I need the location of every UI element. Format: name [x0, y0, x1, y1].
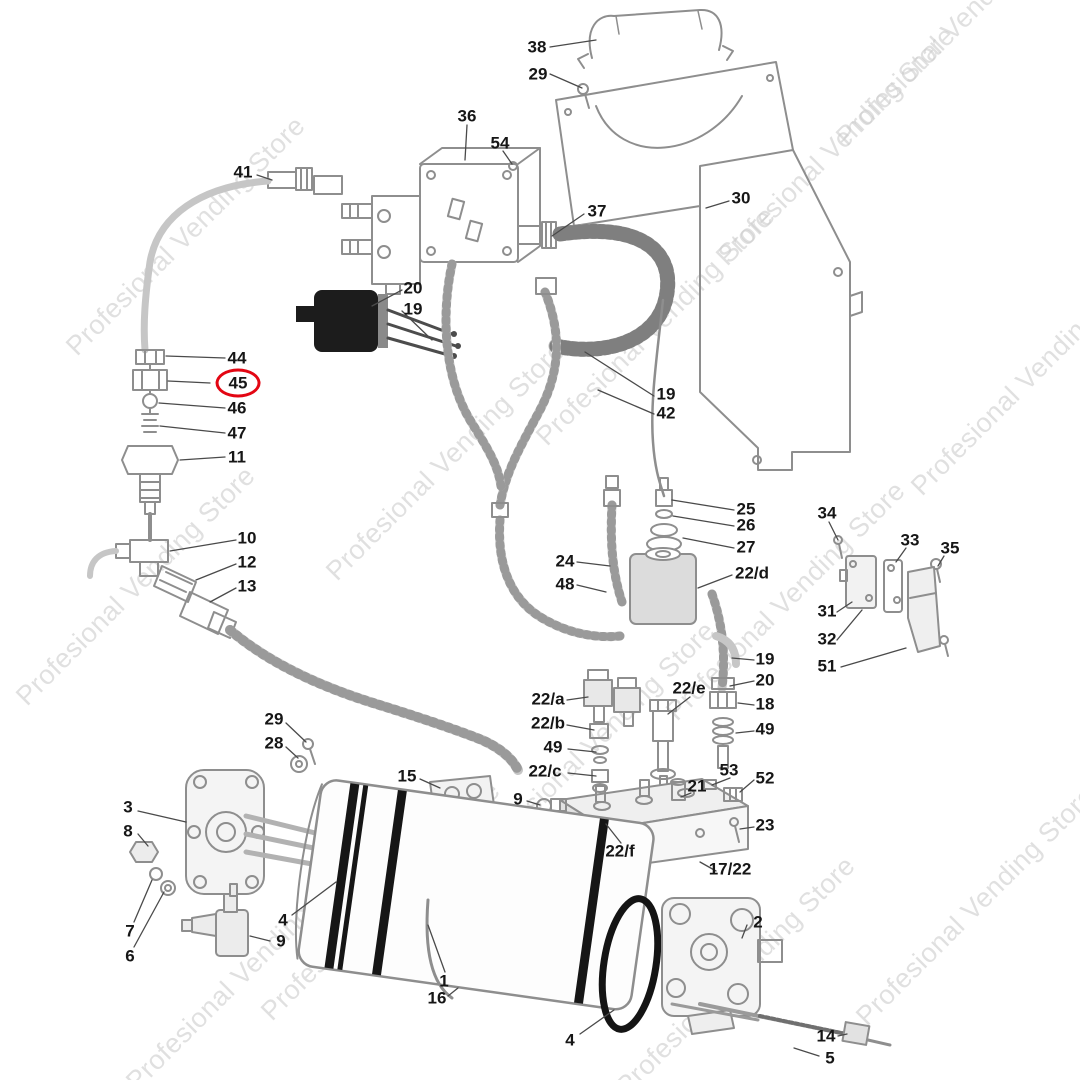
- part-label-36-2: 36: [457, 106, 477, 126]
- part-label-4-54: 4: [278, 910, 288, 930]
- screw-washer-pair: [290, 738, 316, 773]
- part-label-41-4: 41: [233, 162, 253, 182]
- mounting-bracket: [555, 8, 863, 471]
- part-label-13-24: 13: [237, 576, 257, 596]
- pipe-16: [425, 898, 454, 1000]
- right-fittings-column: [709, 632, 740, 769]
- part-label-52-43: 52: [755, 768, 775, 788]
- part-label-53-42: 53: [719, 760, 739, 780]
- part-label-45-10: 45: [215, 368, 261, 398]
- part-label-4-59: 4: [565, 1030, 575, 1050]
- part-label-20-32: 20: [755, 670, 775, 690]
- part-label-29-39: 29: [264, 709, 284, 729]
- part-label-46-11: 46: [227, 398, 247, 418]
- part-label-18-33: 18: [755, 694, 775, 714]
- part-label-48-26: 48: [555, 574, 575, 594]
- part-label-54-3: 54: [490, 133, 510, 153]
- junction-box: [341, 147, 557, 295]
- hose-41: [140, 167, 343, 354]
- part-label-22-a-34: 22/a: [531, 689, 565, 709]
- part-label-30-6: 30: [731, 188, 751, 208]
- part-label-19-30: 19: [755, 649, 775, 669]
- part-label-22-f-50: 22/f: [605, 841, 635, 861]
- part-label-23-49: 23: [755, 815, 775, 835]
- part-label-33-20: 33: [900, 530, 920, 550]
- part-label-22-e-35: 22/e: [672, 678, 706, 698]
- part-label-38-0: 38: [527, 37, 547, 57]
- part-label-1-57: 1: [439, 971, 449, 991]
- part-label-28-40: 28: [264, 733, 284, 753]
- part-label-22-b-36: 22/b: [530, 713, 566, 733]
- part-label-51-31: 51: [817, 656, 837, 676]
- part-label-49-37: 49: [755, 719, 775, 739]
- part-label-37-5: 37: [587, 201, 607, 221]
- part-label-20-7: 20: [403, 278, 423, 298]
- part-label-19-8: 19: [403, 299, 423, 319]
- valve-column-left: [583, 669, 641, 793]
- group-head: [598, 895, 892, 1047]
- part-label-3-47: 3: [123, 797, 133, 817]
- part-label-11-13: 11: [228, 447, 246, 467]
- part-label-44-9: 44: [227, 348, 247, 368]
- part-label-12-23: 12: [237, 552, 257, 572]
- part-label-25-16: 25: [736, 499, 756, 519]
- part-label-5-61: 5: [825, 1048, 835, 1068]
- part-label-31-28: 31: [817, 601, 837, 621]
- part-label-47-12: 47: [227, 423, 247, 443]
- part-label-22-d-27: 22/d: [734, 563, 770, 583]
- part-label-22-c-41: 22/c: [528, 761, 562, 781]
- leader-lines: [133, 39, 945, 1057]
- part-label-15-45: 15: [397, 766, 417, 786]
- solenoid-coil: [296, 290, 461, 359]
- micro-switch-group: [833, 535, 949, 657]
- part-label-21-44: 21: [687, 776, 707, 796]
- drain-valve: [181, 883, 249, 957]
- part-label-8-48: 8: [123, 821, 133, 841]
- part-label-34-19: 34: [817, 503, 837, 523]
- part-label-35-21: 35: [940, 538, 960, 558]
- part-label-9-46: 9: [513, 789, 523, 809]
- part-label-19-14: 19: [656, 384, 676, 404]
- part-label-17-22-51: 17/22: [708, 859, 752, 879]
- part-label-14-60: 14: [816, 1026, 836, 1046]
- coiled-hose: [548, 223, 676, 357]
- part-label-27-18: 27: [736, 537, 756, 557]
- solenoid-stack: [629, 477, 697, 625]
- tee-fitting-assembly: [87, 539, 523, 775]
- part-label-16-58: 16: [427, 988, 447, 1008]
- part-label-26-17: 26: [736, 515, 756, 535]
- part-label-42-15: 42: [656, 403, 676, 423]
- part-label-9-55: 9: [276, 931, 286, 951]
- part-label-29-1: 29: [528, 64, 548, 84]
- part-label-6-53: 6: [125, 946, 135, 966]
- boiler-body: [294, 779, 655, 1011]
- part-label-2-56: 2: [753, 912, 763, 932]
- part-label-32-29: 32: [817, 629, 837, 649]
- fitting-column: [121, 349, 179, 542]
- part-label-10-22: 10: [237, 528, 257, 548]
- part-label-24-25: 24: [555, 551, 575, 571]
- part-label-7-52: 7: [125, 921, 135, 941]
- part-label-49-38: 49: [543, 737, 563, 757]
